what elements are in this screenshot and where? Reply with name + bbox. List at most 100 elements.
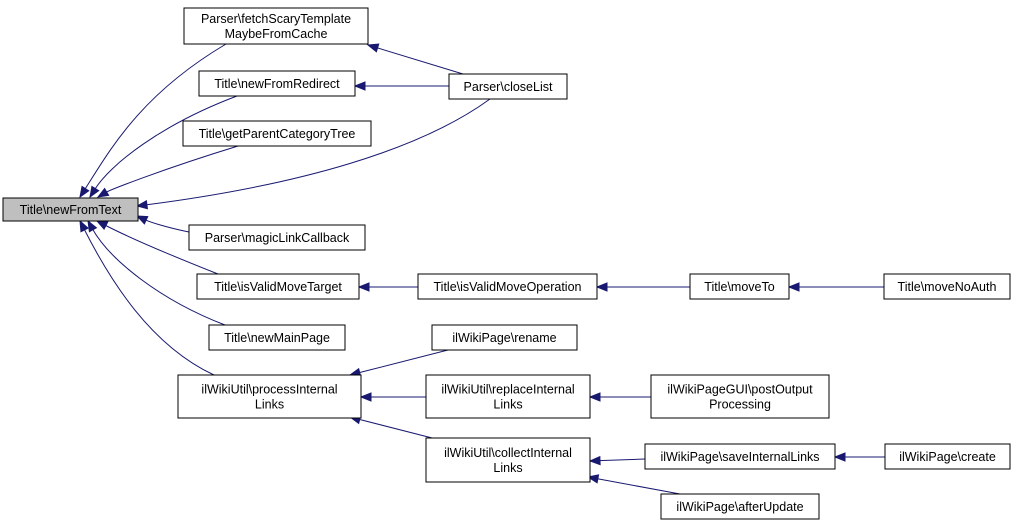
node-label: Title\newFromRedirect <box>214 77 340 91</box>
node-label: Parser\fetchScaryTemplate <box>201 12 351 26</box>
node-label: ilWikiPage\create <box>899 450 996 464</box>
node-box <box>425 374 591 419</box>
node-create[interactable]: ilWikiPage\create <box>884 443 1011 470</box>
node-box <box>417 273 598 300</box>
edge-saveint-to-collint <box>588 455 646 466</box>
node-label: Title\getParentCategoryTree <box>199 127 356 141</box>
node-label: Links <box>493 398 522 412</box>
node-label: ilWikiPage\saveInternalLinks <box>660 450 819 464</box>
arrowhead <box>833 452 846 462</box>
node-box <box>689 273 790 300</box>
edge-fetch-to-root <box>79 43 227 199</box>
node-magic[interactable]: Parser\magicLinkCallback <box>188 224 366 251</box>
node-label: ilWikiPage\afterUpdate <box>676 500 803 514</box>
arrowhead <box>135 215 149 225</box>
node-box <box>198 70 356 97</box>
node-box <box>660 493 820 520</box>
edge-closelist-to-root <box>135 98 491 210</box>
arrowhead <box>95 220 109 231</box>
node-box <box>448 73 568 100</box>
edge-rename-to-procint <box>348 349 449 377</box>
node-label: Title\newMainPage <box>224 331 330 345</box>
node-redirect[interactable]: Title\newFromRedirect <box>198 70 356 97</box>
node-saveint[interactable]: ilWikiPage\saveInternalLinks <box>644 443 836 470</box>
arrowhead <box>79 219 89 233</box>
edge-collint-to-procint <box>348 415 441 441</box>
arrowhead <box>87 219 98 233</box>
edge-magic-to-root <box>135 215 190 233</box>
node-closelist[interactable]: Parser\closeList <box>448 73 568 100</box>
node-label: Title\moveTo <box>704 280 774 294</box>
node-label: ilWikiUtil\collectInternal <box>444 446 572 460</box>
node-root[interactable]: Title\newFromText <box>2 197 139 222</box>
node-label: Title\moveNoAuth <box>898 280 997 294</box>
arrowhead <box>787 282 800 292</box>
node-label: Links <box>493 461 522 475</box>
node-box <box>425 437 591 483</box>
edge-procint-to-root <box>79 219 215 376</box>
node-box <box>2 197 139 222</box>
edge-validop-to-validtgt <box>357 282 418 292</box>
node-mainpage[interactable]: Title\newMainPage <box>208 324 346 351</box>
arrowhead <box>353 81 366 91</box>
edge-validtgt-to-root <box>95 220 219 275</box>
edge-create-to-saveint <box>833 452 885 462</box>
node-label: Title\isValidMoveOperation <box>434 280 582 294</box>
arrowhead <box>588 455 601 466</box>
edge-redirect-to-root <box>89 95 238 199</box>
node-label: Processing <box>709 398 771 412</box>
node-box <box>177 374 362 419</box>
node-parent[interactable]: Title\getParentCategoryTree <box>182 120 372 147</box>
edge-closelist-to-fetch <box>366 43 464 75</box>
node-label: ilWikiPage\rename <box>452 331 556 345</box>
node-label: Title\newFromText <box>20 203 122 217</box>
node-movenoauth[interactable]: Title\moveNoAuth <box>883 273 1011 300</box>
node-afterupd[interactable]: ilWikiPage\afterUpdate <box>660 493 820 520</box>
node-moveto[interactable]: Title\moveTo <box>689 273 790 300</box>
node-box <box>883 273 1011 300</box>
node-box <box>644 443 836 470</box>
node-box <box>196 273 360 300</box>
edges <box>79 43 885 495</box>
arrowhead <box>588 392 601 402</box>
node-box <box>650 374 830 419</box>
node-label: Parser\magicLinkCallback <box>205 231 350 245</box>
node-rename[interactable]: ilWikiPage\rename <box>431 324 578 351</box>
node-validop[interactable]: Title\isValidMoveOperation <box>417 273 598 300</box>
arrowhead <box>135 199 149 210</box>
edge-closelist-to-redirect <box>353 81 449 91</box>
edge-afterupd-to-collint <box>586 474 681 495</box>
nodes: Title\newFromText Parser\fetchScaryTempla… <box>2 7 1011 520</box>
node-box <box>183 7 369 45</box>
edge-replint-to-procint <box>359 392 426 402</box>
node-label: Links <box>255 398 284 412</box>
arrowhead <box>359 392 372 402</box>
arrowhead <box>366 43 380 53</box>
arrowhead <box>89 185 100 199</box>
node-box <box>884 443 1011 470</box>
node-label: ilWikiUtil\replaceInternal <box>441 383 574 397</box>
arrowhead <box>595 282 608 292</box>
node-label: Parser\closeList <box>464 80 553 94</box>
node-label: MaybeFromCache <box>225 27 328 41</box>
edge-movenoauth-to-moveto <box>787 282 884 292</box>
edge-postout-to-replint <box>588 392 651 402</box>
node-label: ilWikiPageGUI\postOutput <box>667 383 813 397</box>
node-box <box>182 120 372 147</box>
arrowhead <box>96 187 110 198</box>
node-box <box>208 324 346 351</box>
node-label: ilWikiUtil\processInternal <box>201 383 337 397</box>
node-validtgt[interactable]: Title\isValidMoveTarget <box>196 273 360 300</box>
edge-parent-to-root <box>96 145 239 198</box>
edge-moveto-to-validop <box>595 282 690 292</box>
arrowhead <box>357 282 370 292</box>
arrowhead <box>586 474 600 484</box>
edge-mainpage-to-root <box>87 219 226 326</box>
arrowhead <box>79 185 90 199</box>
